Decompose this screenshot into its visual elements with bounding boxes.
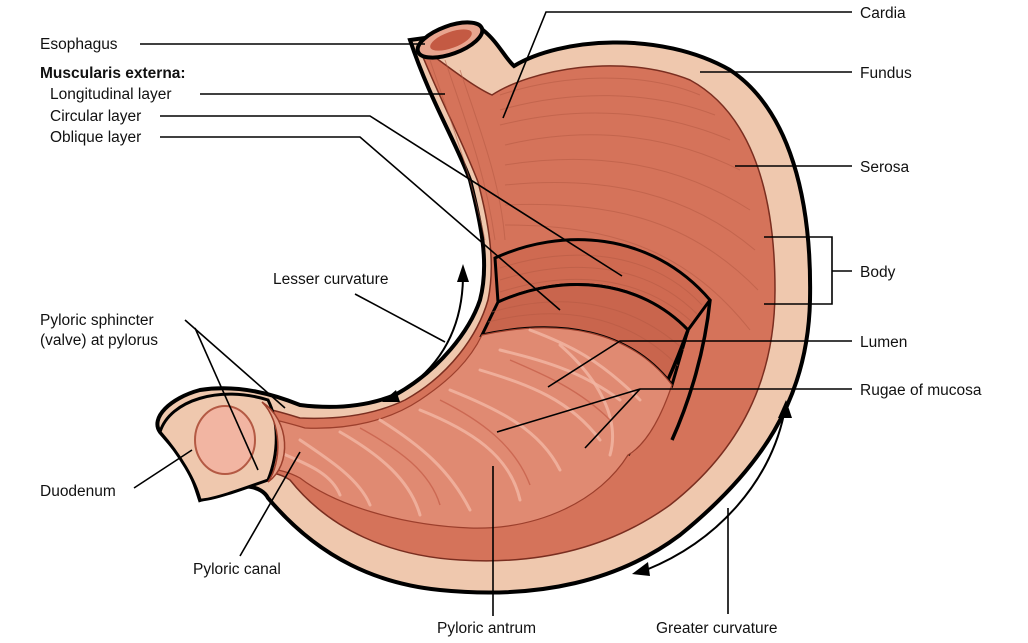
label-pyloric-canal: Pyloric canal xyxy=(193,561,281,578)
label-circular-layer: Circular layer xyxy=(50,108,141,125)
leader-rugae-2 xyxy=(584,388,641,449)
label-pyloric-antrum: Pyloric antrum xyxy=(437,620,536,637)
label-lumen: Lumen xyxy=(860,334,907,351)
leader-oblique xyxy=(160,136,561,311)
stomach-illustration xyxy=(155,20,813,595)
oblique-fibers xyxy=(487,301,685,367)
labels: Esophagus Muscularis externa: Longitudin… xyxy=(40,5,982,637)
duodenum-lumen xyxy=(194,405,256,475)
pyloric-sphincter-ring xyxy=(261,401,286,483)
rugae-folds xyxy=(268,328,642,517)
label-longitudinal-layer: Longitudinal layer xyxy=(50,86,172,103)
leader-cardia xyxy=(502,11,852,119)
label-serosa: Serosa xyxy=(860,159,909,176)
label-rugae-of-mucosa: Rugae of mucosa xyxy=(860,382,982,399)
label-greater-curvature: Greater curvature xyxy=(656,620,777,637)
leader-pyloric-sphincter-b xyxy=(194,327,259,471)
label-esophagus: Esophagus xyxy=(40,36,118,53)
label-cardia: Cardia xyxy=(860,5,906,22)
curvature-arrows xyxy=(382,264,792,576)
leader-lumen xyxy=(547,340,852,388)
lesser-curvature-arrowhead-bottom xyxy=(382,390,400,402)
leader-lesser-curvature xyxy=(354,293,446,343)
leader-duodenum xyxy=(133,449,193,489)
greater-curvature-arrowhead-bottom xyxy=(632,562,650,576)
longitudinal-fibers xyxy=(429,59,759,331)
greater-curvature-arrowhead-top xyxy=(778,400,792,418)
leader-lines xyxy=(133,11,852,616)
lesser-curvature-arrow xyxy=(392,277,464,398)
label-muscularis-externa: Muscularis externa: xyxy=(40,65,186,82)
leader-circular xyxy=(160,115,623,277)
leader-pyloric-sphincter-a xyxy=(184,319,286,409)
greater-curvature-arrow xyxy=(645,413,785,571)
label-oblique-layer: Oblique layer xyxy=(50,129,141,146)
label-pyloric-sphincter-1: Pyloric sphincter xyxy=(40,312,154,329)
esophagus-lumen xyxy=(430,29,472,51)
circular-fibers xyxy=(499,254,703,323)
label-body: Body xyxy=(860,264,896,281)
label-fundus: Fundus xyxy=(860,65,912,82)
label-lesser-curvature: Lesser curvature xyxy=(273,271,388,288)
label-duodenum: Duodenum xyxy=(40,483,116,500)
label-pyloric-sphincter-2: (valve) at pylorus xyxy=(40,332,158,349)
lesser-curvature-arrowhead-top xyxy=(457,264,469,282)
leader-pyloric-canal xyxy=(239,451,301,557)
